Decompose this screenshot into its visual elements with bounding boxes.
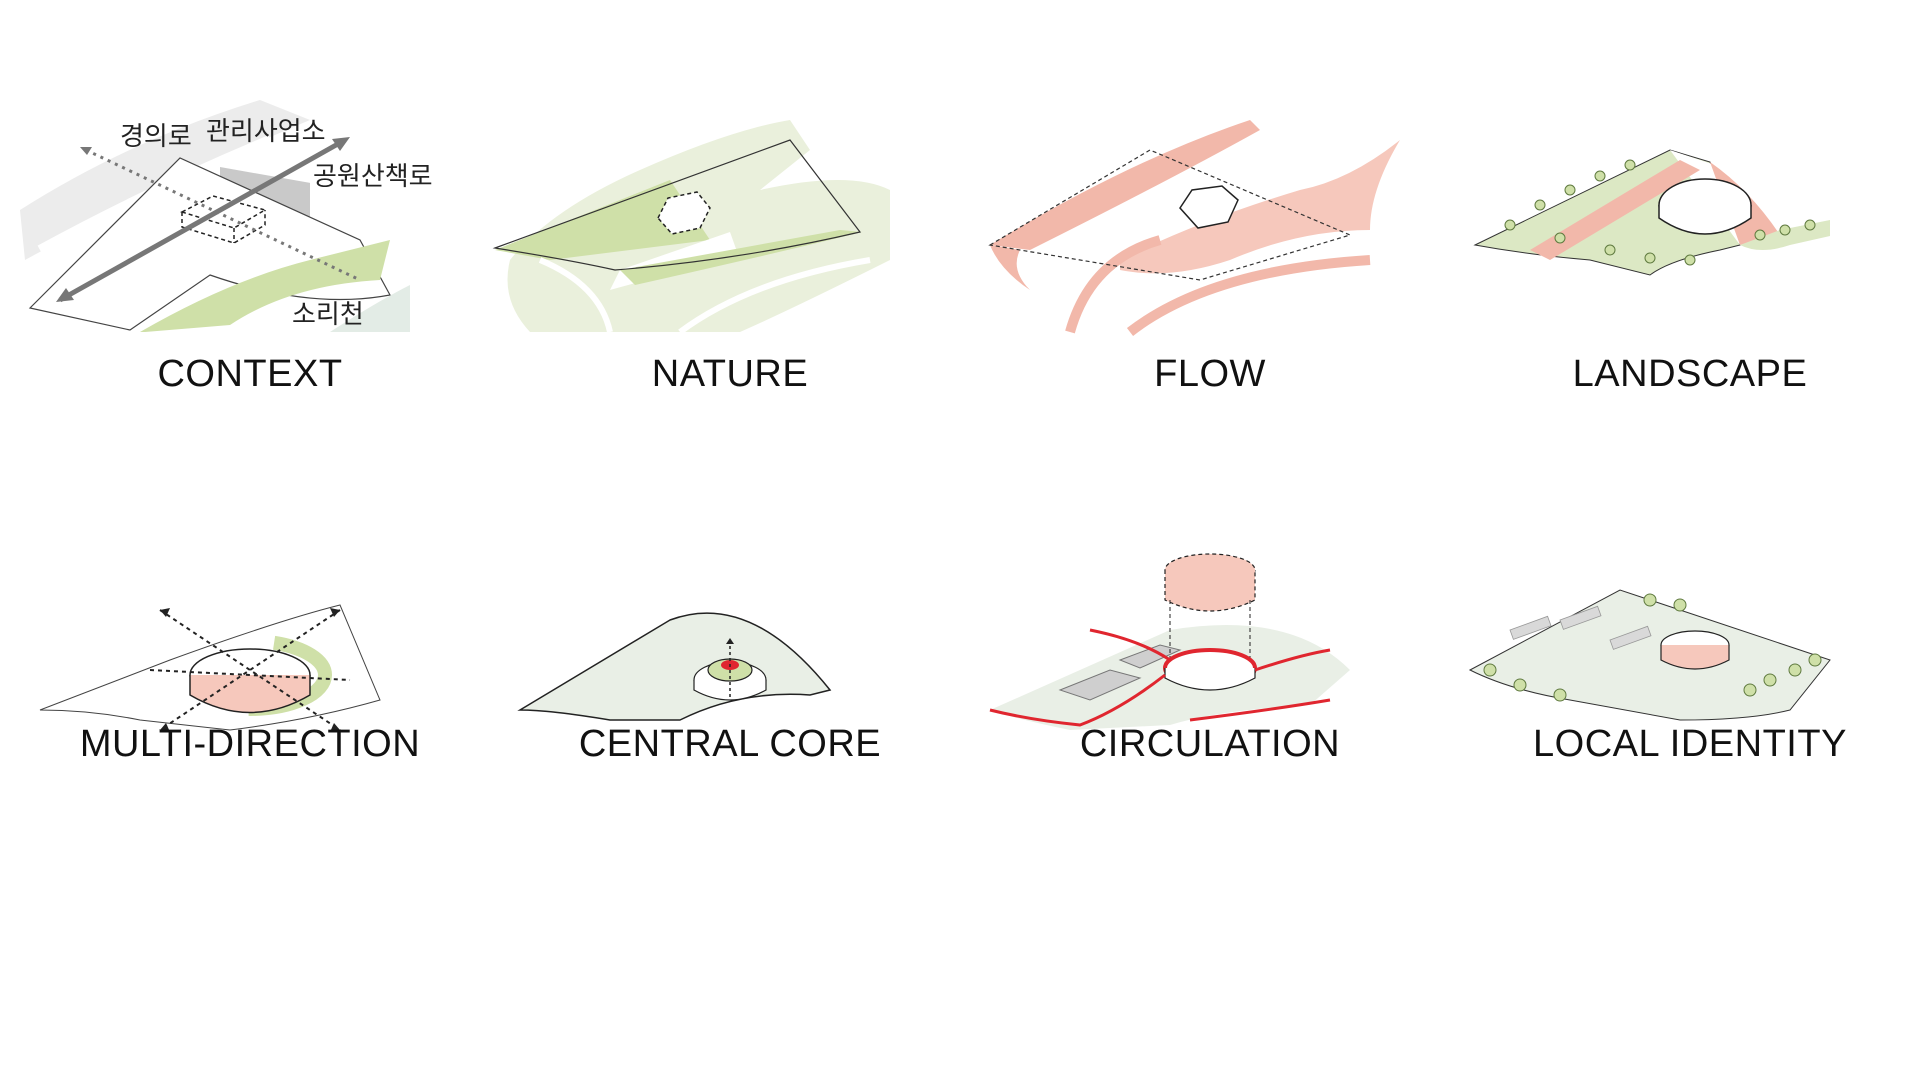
central-core-diagram bbox=[517, 612, 832, 721]
circulation-panel: CIRCULATION bbox=[970, 553, 1450, 980]
multi-direction-panel: MULTI-DIRECTION bbox=[10, 560, 490, 980]
central-core-panel: CENTRAL CORE bbox=[490, 560, 970, 980]
flow-panel: FLOW bbox=[970, 110, 1450, 530]
nature-panel: NATURE bbox=[490, 110, 970, 530]
caption-context: CONTEXT bbox=[157, 353, 343, 395]
caption-flow: FLOW bbox=[1154, 353, 1266, 395]
multi-direction-diagram bbox=[39, 604, 381, 732]
caption-local-identity: LOCAL IDENTITY bbox=[1533, 723, 1847, 765]
circulation-diagram bbox=[989, 553, 1350, 730]
caption-circulation: CIRCULATION bbox=[1079, 723, 1341, 765]
context-diagram: 경의로 관리사업소 공원산책로 소리천 bbox=[20, 100, 433, 332]
caption-central-core: CENTRAL CORE bbox=[578, 723, 882, 765]
nature-diagram bbox=[492, 120, 890, 335]
label-path: 공원산책로 bbox=[313, 162, 433, 192]
caption-nature: NATURE bbox=[651, 353, 809, 395]
local-identity-diagram bbox=[1468, 589, 1831, 721]
caption-landscape: LANDSCAPE bbox=[1572, 353, 1808, 395]
landscape-panel: LANDSCAPE bbox=[1450, 110, 1920, 530]
flow-diagram bbox=[988, 120, 1400, 336]
context-panel: 경의로 관리사업소 공원산책로 소리천 CONTEXT bbox=[10, 100, 490, 530]
caption-multi-direction: MULTI-DIRECTION bbox=[79, 723, 421, 765]
landscape-diagram bbox=[1473, 149, 1830, 276]
label-stream: 소리천 bbox=[292, 300, 364, 330]
label-road: 경의로 bbox=[120, 122, 192, 152]
label-office: 관리사업소 bbox=[206, 117, 326, 147]
local-identity-panel: LOCAL IDENTITY bbox=[1450, 560, 1920, 980]
